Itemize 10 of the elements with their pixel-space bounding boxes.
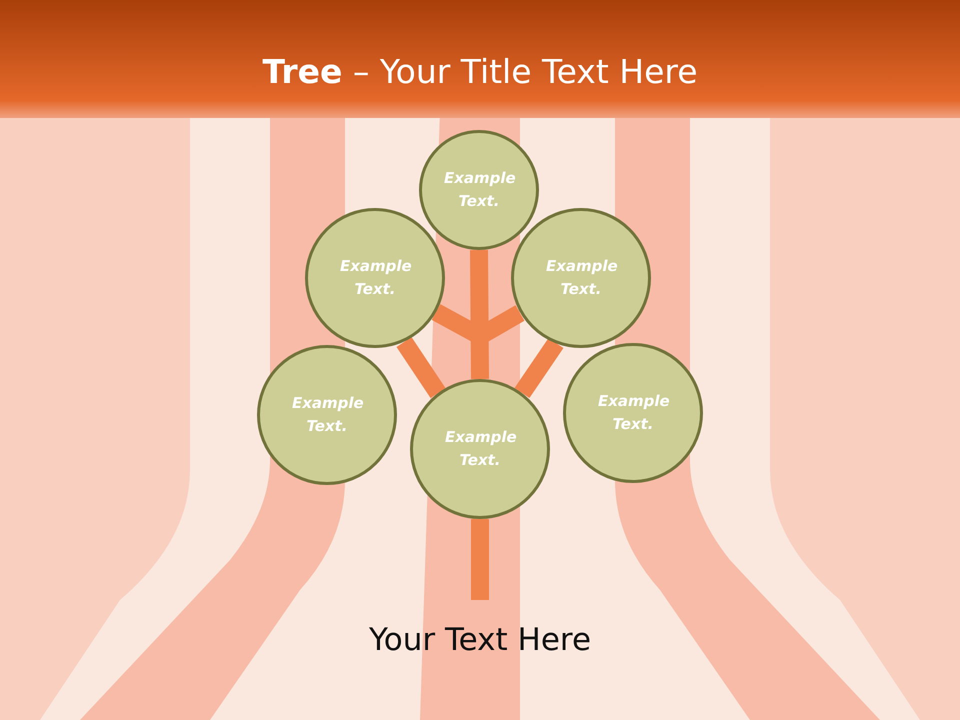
subtitle-text: Your Text Here [368,622,592,658]
node-text: Example Text. [598,391,668,435]
node-text: Example Text. [292,393,362,437]
node-text: Example Text. [444,168,514,212]
tree-branch [514,338,564,398]
slide-title: Tree – Your Title Text Here [261,52,699,91]
node-text: Example Text. [546,256,616,300]
node-text: Example Text. [340,256,410,300]
tree-branch [471,519,489,600]
node-text: Example Text. [445,427,515,471]
